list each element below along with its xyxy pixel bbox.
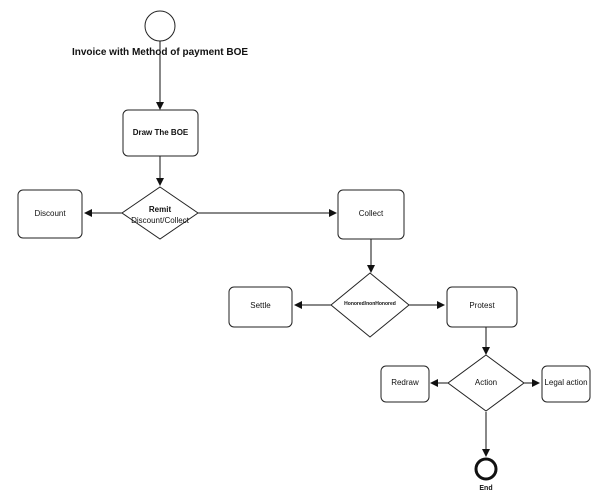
action-label: Action <box>474 378 498 387</box>
remit-label: Remit <box>148 205 172 214</box>
diagram-title: Invoice with Method of payment BOE <box>71 47 249 58</box>
end-label: End <box>479 485 493 492</box>
legal-action-label: Legal action <box>544 378 588 387</box>
collect-label: Collect <box>358 209 384 218</box>
draw-boe-box <box>122 109 199 157</box>
remit-decision <box>121 186 199 240</box>
honored-label: Honored/nonHonored <box>344 301 396 307</box>
start-node <box>144 10 176 42</box>
discount-box <box>17 189 83 239</box>
honored-decision <box>330 272 410 338</box>
collect-box <box>337 189 405 240</box>
remit-sub-label: Discount/Collect <box>131 216 189 225</box>
protest-box <box>446 286 518 328</box>
discount-label: Discount <box>34 209 66 218</box>
redraw-label: Redraw <box>391 378 419 387</box>
end-node <box>474 457 498 481</box>
settle-box <box>228 286 293 328</box>
draw-boe-label: Draw The BOE <box>132 128 189 137</box>
redraw-box <box>380 365 430 403</box>
protest-label: Protest <box>469 301 495 310</box>
legal-action-box <box>541 365 591 403</box>
settle-label: Settle <box>250 301 271 310</box>
action-decision <box>447 354 525 412</box>
